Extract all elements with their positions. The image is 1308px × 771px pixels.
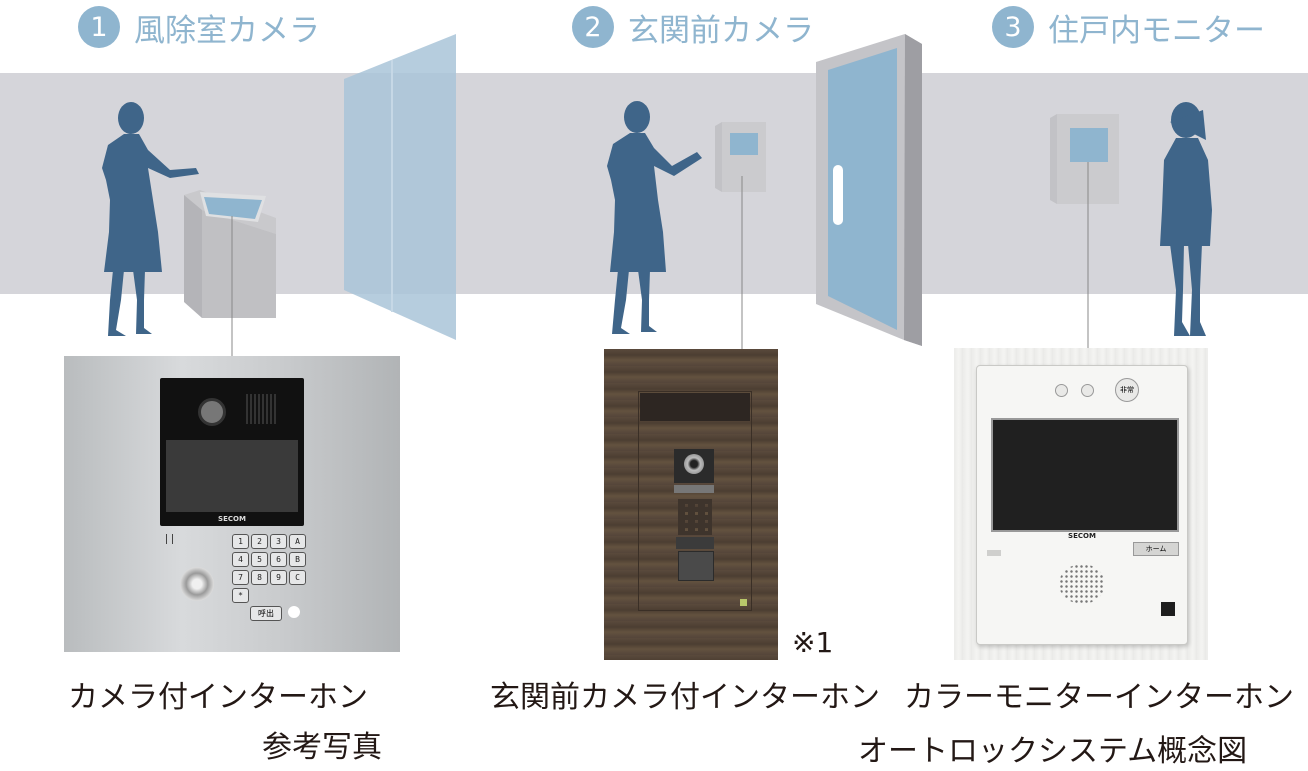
step-number: 2 — [572, 6, 614, 48]
keypad — [678, 499, 712, 535]
brand-logo: SECOM — [218, 515, 246, 523]
step-label: 住戸内モニター — [1048, 12, 1265, 49]
key-reader-icon — [180, 567, 214, 601]
lobby-console — [184, 190, 276, 318]
footnote-marker: ※1 — [792, 626, 834, 659]
color-monitor-photo: 非常 SECOM ホーム — [976, 365, 1188, 645]
keypad-key[interactable]: * — [232, 588, 249, 603]
sensor-icon — [1161, 602, 1175, 616]
visitor-silhouette-lobby — [102, 102, 199, 336]
label-strip — [674, 485, 714, 493]
brand-logo: SECOM — [1068, 532, 1096, 540]
emergency-button[interactable]: 非常 — [1115, 378, 1139, 402]
visitor-silhouette-entrance — [607, 101, 702, 334]
lobby-glass-door — [344, 34, 456, 340]
display-screen — [166, 440, 298, 512]
function-button[interactable] — [1081, 384, 1094, 397]
step-label: 玄関前カメラ — [628, 12, 814, 49]
nameplate — [640, 393, 750, 421]
call-button[interactable] — [678, 551, 714, 581]
status-lamp-icon — [987, 550, 1001, 556]
keypad-key[interactable]: 2 — [251, 534, 268, 549]
caption-monitor-intercom: カラーモニターインターホン — [904, 680, 1294, 715]
keypad-key[interactable]: 5 — [251, 552, 268, 567]
step-heading-indoor-monitor: 3 住戸内モニター — [992, 4, 1265, 50]
monitor-screen — [991, 418, 1179, 532]
caption-system-diagram: オートロックシステム概念図 — [858, 734, 1248, 769]
keypad-key[interactable]: 1 — [232, 534, 249, 549]
function-button[interactable] — [1055, 384, 1068, 397]
keypad-key[interactable]: 4 — [232, 552, 249, 567]
entrance-camera-unit — [715, 122, 766, 192]
indicator-light-icon — [288, 606, 300, 618]
keypad-key[interactable]: 9 — [270, 570, 287, 585]
mic-hole-icon — [1054, 388, 1057, 391]
key-reader-icon — [676, 537, 714, 549]
camera-housing — [674, 449, 714, 483]
keypad-key[interactable]: 7 — [232, 570, 249, 585]
keypad-key[interactable]: A — [289, 534, 306, 549]
caption-reference-photo: 参考写真 — [262, 730, 382, 765]
keypad-key[interactable]: C — [289, 570, 306, 585]
caption-lobby-intercom: カメラ付インターホン — [68, 680, 368, 715]
speaker-grille-icon — [246, 394, 276, 424]
keypad-key[interactable]: 3 — [270, 534, 287, 549]
braille-mark-icon — [166, 534, 173, 544]
indicator-light-icon — [740, 599, 747, 606]
speaker-grille-icon — [1059, 564, 1105, 604]
indoor-monitor-unit — [1050, 114, 1119, 204]
intercom-screen-bezel: SECOM — [160, 378, 304, 526]
entrance-door — [816, 34, 922, 346]
keypad-key[interactable]: B — [289, 552, 306, 567]
concept-illustration — [102, 34, 1212, 356]
call-button[interactable]: 呼出 — [250, 606, 282, 621]
step-number: 1 — [78, 6, 120, 48]
resident-silhouette — [1160, 102, 1212, 336]
intercom-plate-frame — [638, 391, 752, 611]
camera-lens-icon — [684, 454, 704, 474]
keypad-key[interactable]: 6 — [270, 552, 287, 567]
step-label: 風除室カメラ — [134, 12, 320, 49]
camera-lens-icon — [198, 398, 226, 426]
home-button[interactable]: ホーム — [1133, 542, 1179, 556]
step-number: 3 — [992, 6, 1034, 48]
step-heading-entrance-camera: 2 玄関前カメラ — [572, 4, 814, 50]
entrance-intercom-photo — [604, 349, 778, 660]
step-heading-lobby-camera: 1 風除室カメラ — [78, 4, 320, 50]
keypad-key[interactable]: 8 — [251, 570, 268, 585]
caption-entrance-intercom: 玄関前カメラ付インターホン — [490, 680, 880, 715]
